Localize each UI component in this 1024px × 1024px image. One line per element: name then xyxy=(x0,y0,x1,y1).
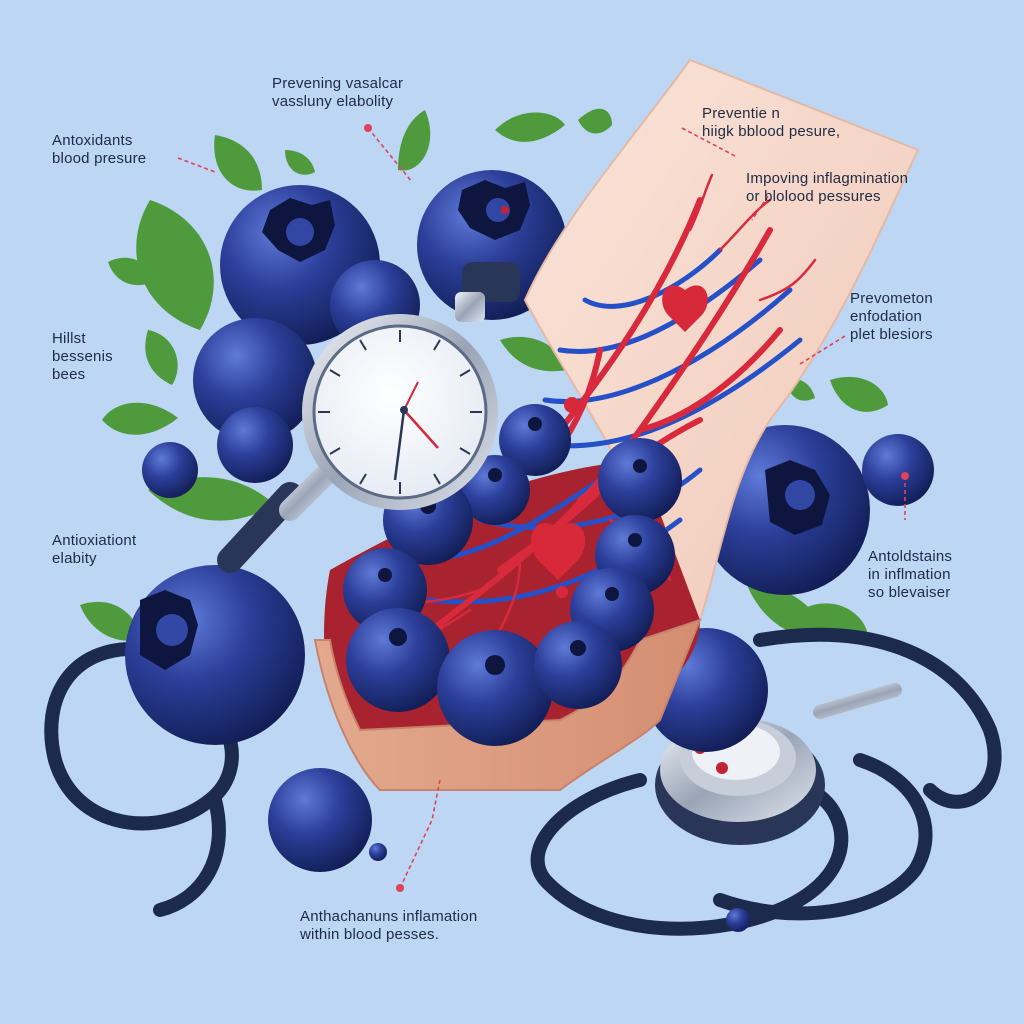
label-lower-right: Antoldstains in inflmation so blevaiser xyxy=(868,548,952,602)
leaf-icon xyxy=(80,108,888,642)
label-mid-left: Hillst bessenis bees xyxy=(52,330,113,384)
label-line: elabity xyxy=(52,550,97,567)
label-pointers xyxy=(177,127,906,889)
label-line: blood presure xyxy=(52,150,147,167)
blood-pressure-gauge-icon xyxy=(217,262,520,573)
label-line: enfodation xyxy=(850,308,923,325)
label-line: within blood pesses. xyxy=(300,926,440,943)
label-line: so blevaiser xyxy=(868,584,951,601)
label-line: Prevening vasalcar xyxy=(272,75,404,92)
blueberry-cluster xyxy=(343,404,682,746)
label-top-right: Preventie n hiigk bblood pesure, xyxy=(702,105,840,141)
label-line: Hillst xyxy=(52,330,86,347)
label-line: Antoldstains xyxy=(868,548,953,565)
label-line: plet blesiors xyxy=(850,326,933,343)
label-line: Anthachanuns inflamation xyxy=(300,908,478,925)
label-line: Impoving inflagmination xyxy=(746,170,909,187)
label-mid-right: Prevometon enfodation plet blesiors xyxy=(850,290,933,344)
label-line: or blolood pessures xyxy=(746,188,881,205)
label-line: Antioxiationt xyxy=(52,532,137,549)
label-line: bees xyxy=(52,366,86,383)
label-line: Antoxidants xyxy=(52,132,133,149)
heart-icon xyxy=(530,523,586,580)
heart-icon xyxy=(662,285,708,332)
label-top-left: Antoxidants blood presure xyxy=(52,132,146,168)
label-line: vassluny elabolity xyxy=(272,93,394,110)
label-line: Preventie n xyxy=(702,105,781,122)
stethoscope-icon xyxy=(44,627,1002,936)
label-line: in inflmation xyxy=(868,566,951,583)
label-bottom: Anthachanuns inflamation within blood pe… xyxy=(300,908,477,944)
label-lower-left: Antioxiationt elabity xyxy=(52,532,136,568)
label-line: Prevometon xyxy=(850,290,933,307)
label-line: hiigk bblood pesure, xyxy=(702,123,841,140)
label-upper-right: Impoving inflagmination or blolood pessu… xyxy=(746,170,908,206)
label-line: bessenis xyxy=(52,348,113,365)
label-top-center: Prevening vasalcar vassluny elabolity xyxy=(272,75,403,111)
